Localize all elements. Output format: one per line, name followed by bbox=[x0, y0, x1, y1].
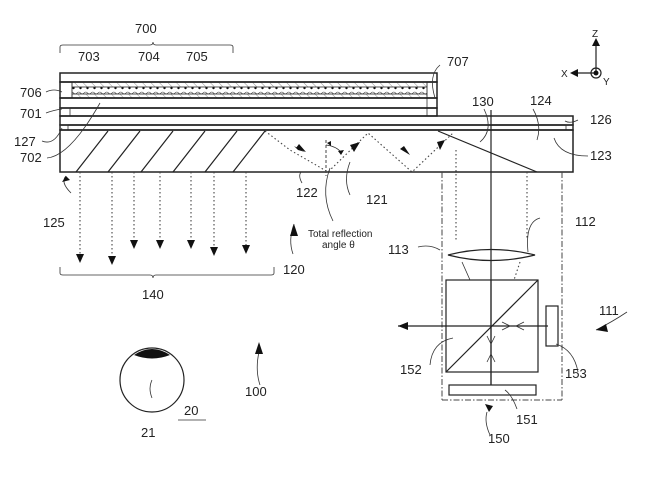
spacer-707 bbox=[426, 81, 438, 117]
label-152: 152 bbox=[400, 362, 422, 377]
layer-701 bbox=[59, 97, 438, 109]
brace-700 bbox=[59, 41, 234, 53]
display-element-700 bbox=[59, 72, 438, 117]
label-150: 150 bbox=[488, 431, 510, 446]
label-151: 151 bbox=[516, 412, 538, 427]
reflector-130 bbox=[437, 130, 538, 173]
annotation-line2: angle θ bbox=[322, 240, 355, 251]
zigzag-light-path bbox=[264, 130, 454, 176]
display-panel-151 bbox=[448, 384, 537, 396]
output-grating-slants bbox=[75, 130, 266, 173]
brace-140 bbox=[59, 267, 275, 279]
label-112: 112 bbox=[575, 214, 596, 229]
spacer-706 bbox=[59, 81, 73, 99]
label-125: 125 bbox=[43, 215, 65, 230]
label-704: 704 bbox=[138, 49, 160, 64]
label-124: 124 bbox=[530, 93, 552, 108]
eye-21 bbox=[119, 347, 185, 413]
light-guide-plate-120 bbox=[59, 115, 574, 173]
label-111: 111 bbox=[599, 303, 619, 318]
annotation-line1: Total reflection bbox=[308, 229, 372, 240]
label-130: 130 bbox=[472, 94, 494, 109]
label-703: 703 bbox=[78, 49, 100, 64]
label-702: 702 bbox=[20, 150, 42, 165]
axis-x-label: X bbox=[561, 69, 568, 80]
layer-705 bbox=[71, 86, 428, 95]
label-122: 122 bbox=[296, 185, 318, 200]
label-700: 700 bbox=[135, 21, 157, 36]
label-21: 21 bbox=[141, 425, 155, 440]
lens-112 bbox=[447, 248, 536, 262]
label-123: 123 bbox=[590, 148, 612, 163]
label-140: 140 bbox=[142, 287, 164, 302]
label-126: 126 bbox=[590, 112, 612, 127]
label-121: 121 bbox=[366, 192, 388, 207]
light-source-153 bbox=[545, 305, 559, 347]
label-705: 705 bbox=[186, 49, 208, 64]
injection-rays bbox=[441, 110, 563, 401]
label-100: 100 bbox=[245, 384, 267, 399]
axis-y-label: Y bbox=[603, 77, 610, 88]
beam-splitter-152 bbox=[398, 279, 548, 385]
cover-layer-124 bbox=[59, 115, 574, 126]
plate-121 bbox=[59, 129, 574, 173]
label-701: 701 bbox=[20, 106, 42, 121]
label-153: 153 bbox=[565, 366, 587, 381]
axis-z-label: Z bbox=[592, 29, 598, 40]
gap-layer bbox=[59, 107, 438, 117]
output-rays-140 bbox=[76, 172, 250, 265]
reference-labels: 700 703 704 705 706 701 127 702 707 130 … bbox=[14, 21, 619, 446]
layer-703 bbox=[59, 72, 438, 83]
axes-indicator: Z X Y bbox=[561, 29, 610, 88]
label-120: 120 bbox=[283, 262, 305, 277]
label-113: 113 bbox=[388, 242, 409, 257]
leader-lines bbox=[41, 64, 628, 436]
label-20: 20 bbox=[184, 403, 198, 418]
label-706: 706 bbox=[20, 85, 42, 100]
label-707: 707 bbox=[447, 54, 469, 69]
label-127: 127 bbox=[14, 134, 36, 149]
